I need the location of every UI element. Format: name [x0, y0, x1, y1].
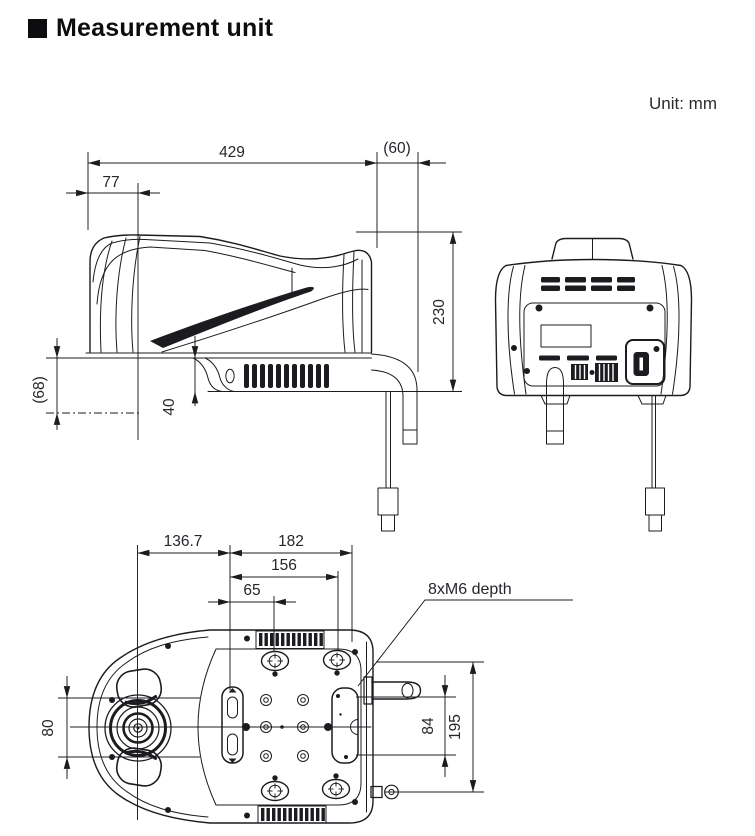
m6-hole	[260, 650, 290, 677]
dim-mount-inner-width: 156	[230, 557, 339, 650]
unit-label: Unit: mm	[649, 94, 717, 113]
dim-lens-to-mount: 136.7	[137, 533, 231, 690]
dim-left-span: 80	[40, 676, 200, 779]
side-vent-hole	[225, 368, 235, 384]
lens-wing-upper	[115, 668, 163, 708]
rear-top-vents	[541, 277, 635, 291]
rear-view-outline	[494, 258, 693, 397]
rear-view	[494, 237, 693, 532]
rear-view-cables	[546, 367, 665, 532]
dim-base-height-label: (68)	[31, 376, 48, 404]
dim-total-width: 429	[87, 144, 378, 248]
dim-slot-offset-label: 65	[243, 582, 260, 599]
mount-boss-right	[331, 687, 372, 764]
side-swoosh	[150, 286, 314, 348]
dim-lens-offset-label: 77	[102, 174, 119, 191]
thread-callout-label: 8xM6 depth	[428, 581, 512, 598]
rear-connector-panel	[625, 339, 665, 385]
rear-screws	[511, 304, 654, 375]
dim-left-span-label: 80	[40, 719, 57, 737]
thread-callout: 8xM6 depth	[357, 581, 573, 687]
rear-name-plate	[540, 324, 592, 348]
dim-mount-span-label: 84	[420, 717, 437, 735]
dim-mount-width-label: 182	[278, 533, 304, 550]
dim-mount-inner-width-label: 156	[271, 557, 297, 574]
dim-foot-height: 40	[161, 336, 199, 416]
side-vent-grille	[244, 364, 329, 388]
side-cable-connector	[377, 487, 399, 516]
lens-wing-lower	[115, 747, 163, 787]
bottom-screw-dots	[109, 635, 358, 819]
section-marker-icon	[28, 19, 47, 38]
dim-height: 230	[356, 231, 462, 392]
dim-total-width-label: 429	[219, 144, 245, 161]
plate-ring-holes	[242, 694, 332, 762]
rear-cable-connector	[645, 487, 665, 516]
dim-height-label: 230	[431, 299, 448, 325]
dim-lens-offset: 77	[66, 174, 160, 440]
side-view-cable	[371, 353, 418, 532]
side-view-outline	[89, 234, 373, 353]
side-view-base	[85, 352, 374, 392]
side-view-body-styling	[92, 236, 369, 353]
page-title-text: Measurement unit	[56, 14, 274, 42]
dim-mount-span: 84	[356, 675, 456, 777]
dim-mount-width: 182	[230, 533, 353, 642]
dim-lens-to-mount-label: 136.7	[164, 533, 203, 550]
rear-slot-row	[539, 355, 617, 361]
dim-cable-clearance: (60)	[377, 140, 446, 372]
dim-foot-height-label: 40	[161, 398, 178, 416]
m6-hole	[321, 773, 351, 800]
dim-overall-span: 195	[376, 661, 484, 793]
rear-hatch-vents	[571, 363, 618, 382]
m6-hole	[260, 775, 290, 802]
bottom-view	[70, 612, 422, 824]
bottom-vent-bottom	[257, 805, 327, 824]
dim-overall-span-label: 195	[447, 714, 464, 740]
m6-hole	[322, 649, 352, 676]
dim-base-height: (68)	[31, 338, 141, 430]
dim-cable-clearance-label: (60)	[383, 140, 411, 157]
bottom-view-outline	[88, 629, 374, 824]
page-title: Measurement unit	[28, 14, 273, 43]
side-view	[85, 234, 418, 532]
mount-plate	[197, 648, 362, 806]
rear-recessed-panel	[523, 302, 666, 387]
dim-slot-offset: 65	[208, 582, 296, 652]
bottom-vent-top	[255, 630, 325, 649]
mount-boss-left	[221, 686, 244, 764]
side-probe	[363, 676, 422, 705]
lens-assembly	[104, 694, 172, 762]
rear-view-shell-seams	[507, 238, 680, 405]
